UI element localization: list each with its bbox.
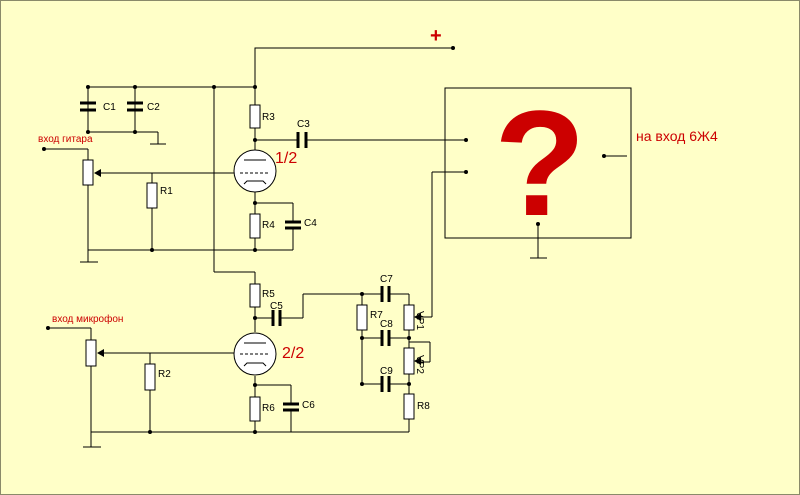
capacitor-C5 [271,310,282,326]
potentiometer-VP2 [403,347,421,375]
label-VP1: VP1 [414,311,425,330]
label-C8: C8 [380,319,393,330]
plus-sign: + [430,25,442,47]
label-C4: C4 [304,218,317,229]
label-R8: R8 [417,401,430,412]
capacitor-C2 [127,101,143,112]
mic-input-label: вход микрофон [52,313,123,325]
label-C7: C7 [380,274,393,285]
label-R5: R5 [262,289,275,300]
junctions [42,46,606,434]
label-VP2: VP2 [414,355,425,374]
labels: C1 C2 R3 C3 R1 R4 C4 R5 C5 R2 R6 C6 C7 R… [38,25,718,414]
resistor-R2 [144,363,156,391]
capacitor-C1 [80,87,96,112]
resistor-R8 [403,393,415,420]
label-R1: R1 [160,186,173,197]
capacitor-C8 [380,330,391,346]
label-C5: C5 [270,301,283,312]
output-label: на вход 6Ж4 [636,128,718,144]
resistor-R5 [249,283,261,308]
potentiometer-VP1 [403,304,421,331]
resistor-R7 [356,304,368,331]
label-C6: C6 [302,400,315,411]
potentiometer-guitar [82,159,101,186]
label-C2: C2 [147,102,160,113]
capacitor-C4 [285,220,301,230]
resistor-R3 [249,104,261,129]
capacitor-C6 [283,402,299,412]
capacitor-C7 [380,286,391,302]
unknown-block [444,87,632,239]
tube-1 [233,149,277,193]
wires [44,47,627,448]
tube1-label: 1/2 [275,150,297,167]
label-R7: R7 [370,310,383,321]
capacitor-C9 [380,376,391,392]
resistor-R4 [249,213,261,239]
tube-2 [233,332,277,376]
label-R2: R2 [158,369,171,380]
label-R4: R4 [262,220,275,231]
tube2-label: 2/2 [282,345,304,362]
label-C9: C9 [380,366,393,377]
guitar-input-label: вход гитара [38,134,93,145]
resistor-R6 [249,396,261,422]
label-C3: C3 [297,119,310,130]
label-R6: R6 [262,403,275,414]
question-mark: ? [494,79,586,247]
capacitor-C3 [296,132,308,148]
resistor-R1 [146,182,158,209]
label-C1: C1 [103,102,116,113]
label-R3: R3 [262,112,275,123]
potentiometer-mic [85,339,104,367]
